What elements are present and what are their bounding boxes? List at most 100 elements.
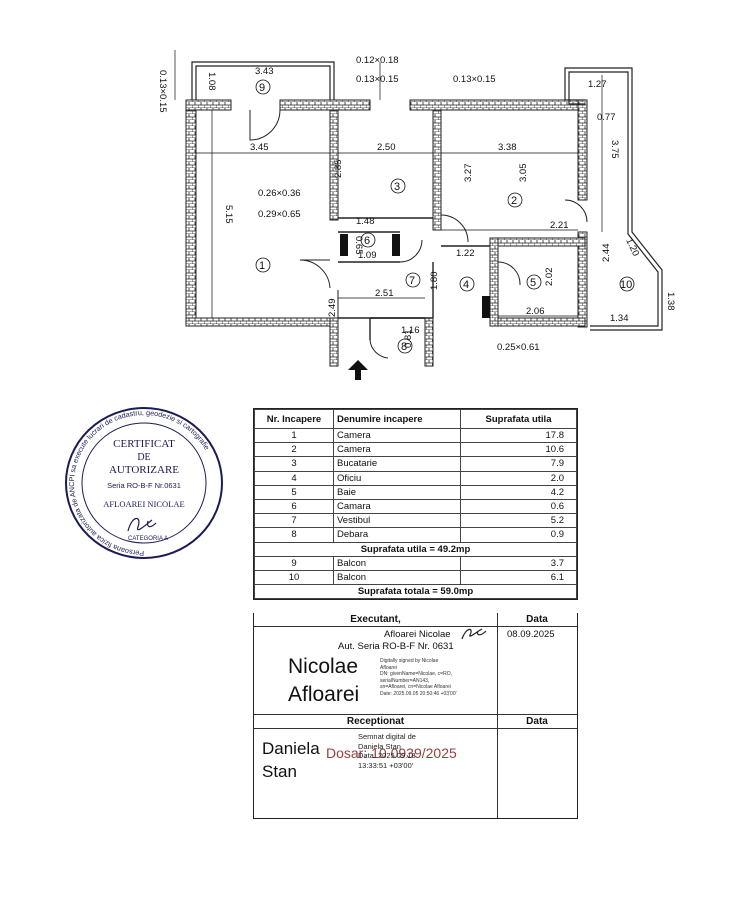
entrance-arrow-icon (348, 360, 368, 380)
signed-line: 13:33:51 +03'00' (358, 760, 414, 770)
dim-room2-width: 3.38 (498, 142, 517, 153)
room-area: 10.6 (460, 442, 577, 458)
signature-block: Executant, Data Afloarei Nicolae Aut. Se… (253, 613, 578, 819)
room-area-table: Nr. Incapere Denumire incapere Suprafata… (253, 408, 578, 601)
executant-date-label: Data (497, 613, 577, 627)
dim-balcony10-a: 0.77 (597, 112, 616, 123)
room-area: 5.2 (460, 513, 577, 529)
dim-room4-height: 1.80 (429, 272, 440, 291)
room-name: Baie (333, 484, 461, 500)
dim-wall-c: 0.13×0.15 (453, 74, 496, 85)
digital-note-line: Digitally signed by Nicolae (380, 658, 439, 664)
room-area: 17.8 (460, 427, 577, 444)
dim-balcony9-height: 1.08 (206, 72, 217, 91)
balcony-9 (191, 61, 335, 100)
header-room-name: Denumire incapere (333, 409, 461, 429)
room-area: 7.9 (460, 456, 577, 472)
dim-wall-b: 0.13×0.15 (356, 74, 399, 85)
dim-room6-width2: 1.09 (358, 250, 377, 261)
room-nr: 8 (254, 527, 334, 543)
dim-balcony9-width: 3.43 (255, 66, 274, 77)
dim-pillar-b: 0.29×0.65 (258, 209, 301, 220)
room-markers (255, 79, 635, 354)
useful-total-row: Suprafata utila = 49.2mp (254, 541, 577, 557)
stamp-title-1: CERTIFICAT (113, 438, 175, 450)
room-number-6: 6 (364, 235, 370, 247)
dim-room8-height: 0.81 (403, 330, 414, 349)
room-nr: 10 (254, 569, 334, 586)
room-nr: 1 (254, 427, 334, 444)
grand-total: Suprafata totala = 59.0mp (254, 584, 577, 600)
digital-name-first: Nicolae (288, 655, 359, 678)
dim-room6-width: 1.48 (356, 216, 375, 227)
dim-pillar-c: 0.25×0.61 (497, 342, 540, 353)
room-name: Camara (333, 498, 461, 515)
dim-room4-width: 1.22 (456, 248, 475, 259)
digital-note-line: sn=Afloarei, cn=Nicolae Afloarei (380, 684, 451, 690)
exterior-walls (185, 99, 588, 367)
dim-room3-width: 2.50 (377, 142, 396, 153)
room-name: Bucatarie (333, 456, 461, 472)
dim-wall-a: 0.12×0.18 (356, 55, 399, 66)
executant-series: Aut. Seria RO-B-F Nr. 0631 (338, 641, 454, 652)
dim-pillar-a: 0.26×0.36 (258, 188, 301, 199)
room-number-7: 7 (409, 275, 415, 287)
room-name: Balcon (333, 555, 461, 571)
interior-partitions (338, 217, 490, 340)
receptionat-label: Receptionat (254, 714, 498, 729)
digital-note-line: serialNumber=AN143, (380, 677, 430, 684)
room-number-5: 5 (530, 277, 536, 289)
dim-room7-width: 2.51 (375, 288, 394, 299)
stamp-category: CATEGORIA A (128, 536, 168, 542)
digital-note-line: Afloarei (380, 664, 397, 671)
room-area: 3.7 (460, 555, 577, 571)
room-area: 4.2 (460, 484, 577, 500)
room-nr: 7 (254, 513, 334, 529)
dim-room6-height: 0.65 (353, 236, 364, 255)
table-header-row: Nr. Incapere Denumire incapere Suprafata… (254, 409, 577, 429)
floor-plan: 0.13×0.15 3.43 1.08 0.12×0.18 0.13×0.15 … (157, 50, 676, 380)
receiver-first-name: Daniela (262, 739, 320, 758)
dim-room1-width: 3.45 (250, 142, 269, 153)
stamp-title-3: AUTORIZARE (109, 464, 179, 476)
stamp-holder: AFLOAREI NICOLAE (103, 499, 184, 509)
digital-signature-note: Digitally signed by Nicolae Afloarei DN:… (380, 658, 457, 697)
dim-room2-height2: 3.05 (518, 164, 529, 183)
executant-name: Afloarei Nicolae (384, 629, 451, 640)
room-number-3: 3 (394, 181, 400, 193)
room-name: Debara (333, 527, 461, 543)
useful-total: Suprafata utila = 49.2mp (254, 541, 577, 557)
grand-total-row: Suprafata totala = 59.0mp (254, 584, 577, 600)
room-name: Oficiu (333, 470, 461, 486)
room-nr: 6 (254, 498, 334, 515)
room-name: Vestibul (333, 513, 461, 529)
receiver-last-name: Stan (262, 762, 297, 781)
digital-name-last: Afloarei (288, 683, 360, 706)
room-number-8: 8 (401, 341, 407, 353)
room-number-2: 2 (511, 195, 517, 207)
dim-room3-height: 2.85 (333, 160, 344, 179)
authorization-stamp: Persoana fizica autorizata de ANCPI sa e… (65, 407, 223, 559)
door-swings (249, 109, 588, 360)
stamp-serial: Seria RO-B-F Nr.0631 (107, 481, 181, 490)
room-nr: 2 (254, 442, 334, 458)
stamp-signature-icon (127, 517, 157, 532)
room-name: Balcon (333, 569, 461, 586)
room-nr: 9 (254, 555, 334, 571)
room-area: 2.0 (460, 470, 577, 486)
executant-signature-icon (461, 628, 487, 640)
room-name: Camera (333, 442, 461, 458)
room-name: Camera (333, 427, 461, 444)
header-room-number: Nr. Incapere (254, 409, 334, 429)
stamp-title-2: DE (137, 452, 150, 463)
dim-room5-width: 2.06 (526, 306, 545, 317)
room-number-1: 1 (259, 260, 265, 272)
